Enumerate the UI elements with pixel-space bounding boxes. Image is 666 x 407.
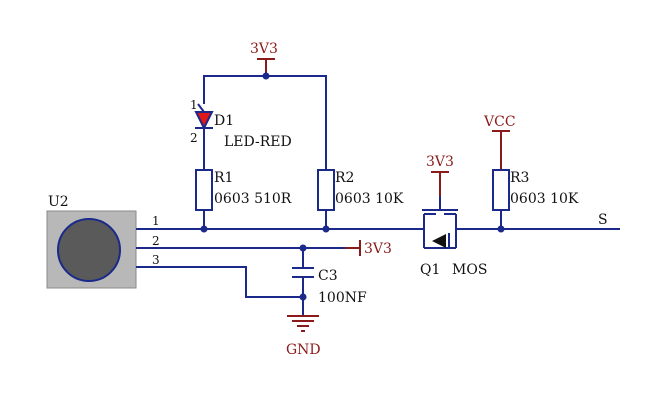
- resistor-r2: R2 0603 10K: [317, 169, 404, 229]
- mosfet-q1-value: MOS: [452, 262, 487, 278]
- ground-symbol: GND: [286, 315, 321, 358]
- power-gnd-label: GND: [286, 342, 321, 358]
- resistor-r3: VCC R3 0603 10K: [483, 114, 579, 229]
- sensor-u2-pin1: 1: [152, 214, 160, 228]
- resistor-r1-value: 0603 510R: [214, 191, 292, 207]
- led-d1-body: [194, 111, 214, 131]
- power-3v3-side-label: 3V3: [364, 241, 392, 257]
- power-3v3-top-label: 3V3: [250, 41, 278, 57]
- led-d1-pin2: 2: [190, 131, 198, 145]
- wire-net3: [136, 266, 303, 298]
- sensor-u2-disc: [57, 218, 121, 282]
- resistor-r3-value: 0603 10K: [510, 191, 579, 207]
- junction-top: [262, 72, 270, 80]
- mosfet-q1-diode: [432, 234, 446, 248]
- junction-r2: [322, 225, 330, 233]
- mosfet-q1-ref: Q1: [420, 262, 440, 278]
- sensor-u2-pin3: 3: [152, 253, 160, 267]
- capacitor-c3-ref: C3: [318, 268, 338, 284]
- mosfet-q1: 3V3 Q1 MOS: [420, 154, 487, 278]
- wire-net2: 3V3: [136, 240, 392, 257]
- resistor-r2-ref: R2: [335, 170, 354, 186]
- capacitor-c3-value: 100NF: [318, 290, 367, 306]
- led-d1-ref: D1: [214, 113, 234, 129]
- resistor-r1-ref: R1: [214, 170, 233, 186]
- sensor-u2: U2 1 2 3: [46, 194, 160, 289]
- sensor-u2-ref: U2: [48, 194, 69, 210]
- power-3v3-mos-label: 3V3: [426, 154, 454, 170]
- power-vcc-label: VCC: [483, 114, 516, 130]
- resistor-r3-ref: R3: [510, 170, 529, 186]
- resistor-r1: R1 0603 510R: [195, 169, 292, 229]
- power-3v3-top: 3V3: [250, 41, 278, 76]
- junction-r1: [200, 225, 208, 233]
- led-d1-pin1: 1: [190, 98, 198, 112]
- wire-net1: S: [136, 212, 620, 233]
- led-d1-value: LED-RED: [224, 134, 292, 150]
- led-d1: 1 2 D1 LED-RED: [190, 98, 292, 170]
- resistor-r2-value: 0603 10K: [335, 191, 404, 207]
- junction-c3-bottom: [299, 293, 307, 301]
- wire-top-rail: [203, 72, 327, 170]
- net-signal-label: S: [598, 212, 608, 228]
- sensor-u2-pin2: 2: [152, 234, 160, 248]
- capacitor-c3: C3 100NF: [292, 248, 367, 316]
